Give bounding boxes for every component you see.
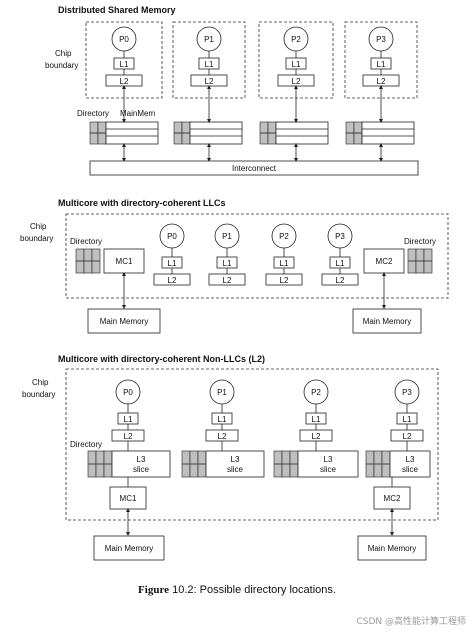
nonllc-p0-label: P0 — [123, 388, 133, 397]
interconnect-label: Interconnect — [232, 164, 277, 173]
main-memory-left-nonllc — [93, 535, 165, 561]
nonllc-l1-label-1: L1 — [218, 415, 227, 424]
main-memory-right-nonllc — [357, 535, 427, 561]
interconnect-bar — [89, 160, 419, 176]
nonllc-slice-label-3: slice — [402, 465, 419, 474]
directory-right-llc — [407, 248, 433, 274]
chip-label-3: Chip — [32, 378, 49, 387]
llc-l1-label-3: L1 — [336, 259, 345, 268]
figure-caption-prefix: Figure — [138, 584, 170, 596]
nonllc-l1-label-2: L1 — [312, 415, 321, 424]
llc-l2-label-2: L2 — [280, 276, 289, 285]
directory-label-2-left: Directory — [70, 237, 102, 246]
mc2-label-llc: MC2 — [376, 257, 393, 266]
nonllc-p3-label: P3 — [402, 388, 412, 397]
nonllc-l1-label-3: L1 — [403, 415, 412, 424]
directory-label-1: Directory — [77, 109, 109, 118]
l2-label-node-3: L2 — [377, 77, 386, 86]
processor-p1-label: P1 — [204, 35, 214, 44]
dir-mem-block-1 — [173, 121, 243, 145]
llc-l1-label-0: L1 — [168, 259, 177, 268]
dir-mem-block-2 — [259, 121, 329, 145]
directory-left-llc — [75, 248, 101, 274]
llc-core-2: P2 L1 L2 — [265, 223, 303, 286]
mc2-box-llc — [363, 248, 405, 274]
processor-p2-label: P2 — [291, 35, 301, 44]
chip-boundary-llc — [65, 213, 449, 299]
llc-p3-label: P3 — [335, 232, 345, 241]
mc1-box-llc — [103, 248, 145, 274]
section-2-title: Multicore with directory-coherent LLCs — [58, 198, 226, 208]
mc2-label-nonllc: MC2 — [384, 494, 401, 503]
llc-l1-label-2: L1 — [280, 259, 289, 268]
dir-mem-block-0 — [89, 121, 159, 145]
nonllc-l2-label-1: L2 — [218, 432, 227, 441]
nonllc-core-1: P1 L1 L2 L3 slice — [181, 379, 265, 478]
chip-label-1: Chip — [55, 49, 72, 58]
llc-core-1: P1 L1 L2 — [208, 223, 246, 286]
nonllc-l2-label-2: L2 — [312, 432, 321, 441]
directory-label-3: Directory — [70, 440, 102, 449]
llc-l1-label-1: L1 — [223, 259, 232, 268]
l2-label-node-2: L2 — [292, 77, 301, 86]
boundary-label-3: boundary — [22, 390, 55, 399]
llc-l2-label-0: L2 — [168, 276, 177, 285]
directory-label-2-right: Directory — [404, 237, 436, 246]
l1-label-node-2: L1 — [292, 60, 301, 69]
mainmem-label: MainMem — [120, 109, 155, 118]
mc1-label-nonllc: MC1 — [120, 494, 137, 503]
nonllc-l2-label-3: L2 — [403, 432, 412, 441]
dir-mem-block-3 — [345, 121, 415, 145]
nonllc-l3-label-0: L3 — [137, 455, 146, 464]
l1-label-node-0: L1 — [120, 60, 129, 69]
figure-caption-text: Possible directory locations. — [199, 584, 336, 596]
llc-p2-label: P2 — [279, 232, 289, 241]
boundary-label-1: boundary — [45, 61, 78, 70]
figure-caption: Figure 10.2: Possible directory location… — [0, 584, 474, 596]
main-memory-left-llc — [87, 308, 161, 334]
main-memory-left-llc-label: Main Memory — [100, 317, 148, 326]
chip-boundary-node-1 — [172, 21, 246, 99]
llc-p0-label: P0 — [167, 232, 177, 241]
llc-l2-label-1: L2 — [223, 276, 232, 285]
nonllc-p2-label: P2 — [311, 388, 321, 397]
figure-caption-number: 10.2: — [172, 584, 197, 596]
chip-boundary-nonllc — [65, 368, 439, 521]
csdn-watermark: CSDN @高性能计算工程师 — [356, 617, 466, 627]
processor-p0-label: P0 — [119, 35, 129, 44]
chip-label-2: Chip — [30, 222, 47, 231]
nonllc-slice-label-1: slice — [227, 465, 244, 474]
l1-label-node-3: L1 — [377, 60, 386, 69]
nonllc-l3-label-2: L3 — [324, 455, 333, 464]
boundary-label-2: boundary — [20, 234, 53, 243]
section-3-title: Multicore with directory-coherent Non-LL… — [58, 354, 265, 364]
nonllc-l2-label-0: L2 — [124, 432, 133, 441]
l2-label-node-0: L2 — [120, 77, 129, 86]
llc-l2-label-3: L2 — [336, 276, 345, 285]
llc-core-3: P3 L1 L2 — [321, 223, 359, 286]
nonllc-core-2: P2 L1 L2 L3 slice — [273, 379, 359, 478]
nonllc-core-3: P3 L1 L2 L3 slice — [365, 379, 431, 478]
nonllc-l1-label-0: L1 — [124, 415, 133, 424]
llc-core-0: P0 L1 L2 — [153, 223, 191, 286]
nonllc-slice-label-0: slice — [133, 465, 150, 474]
nonllc-core-0: P0 L1 L2 L3 slice — [87, 379, 171, 478]
nonllc-l3-label-3: L3 — [406, 455, 415, 464]
main-memory-right-llc-label: Main Memory — [363, 317, 411, 326]
nonllc-l3-label-1: L3 — [231, 455, 240, 464]
main-memory-left-nonllc-label: Main Memory — [105, 544, 153, 553]
l1-label-node-1: L1 — [205, 60, 214, 69]
l2-label-node-1: L2 — [205, 77, 214, 86]
chip-boundary-node-3 — [344, 21, 418, 99]
mc1-label-llc: MC1 — [116, 257, 133, 266]
main-memory-right-llc — [352, 308, 422, 334]
main-memory-right-nonllc-label: Main Memory — [368, 544, 416, 553]
nonllc-p1-label: P1 — [217, 388, 227, 397]
section-1-title: Distributed Shared Memory — [58, 5, 176, 15]
llc-p1-label: P1 — [222, 232, 232, 241]
nonllc-slice-label-2: slice — [320, 465, 337, 474]
processor-p3-label: P3 — [376, 35, 386, 44]
